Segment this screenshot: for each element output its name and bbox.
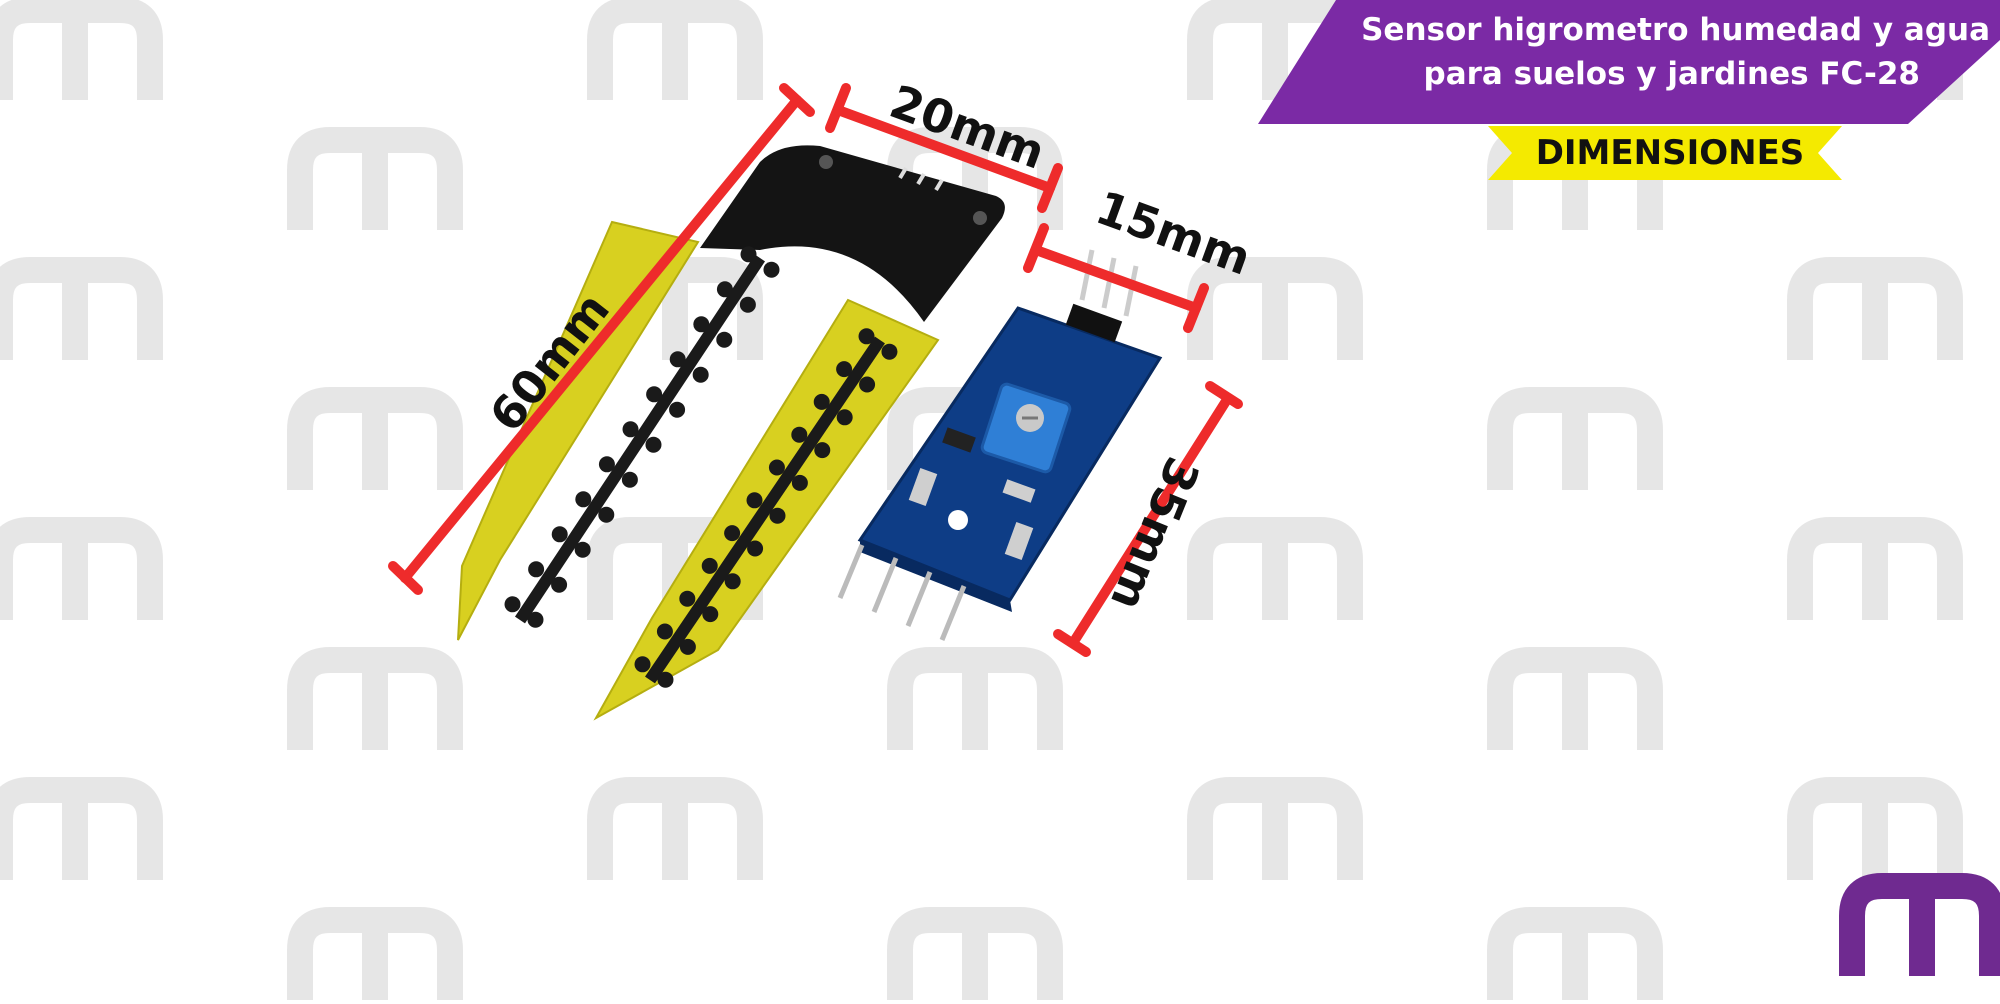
sensor-module	[837, 249, 1163, 641]
m-watermark-icon	[1500, 660, 1650, 750]
dim-line-20mm	[833, 105, 1055, 193]
subtitle-ribbon	[1488, 126, 1842, 180]
banner-title-line1: Sensor higrometro humedad y agua	[1361, 12, 1990, 48]
m-watermark-icon	[1200, 790, 1350, 880]
banner-title-line2: para suelos y jardines FC-28	[1423, 56, 1920, 92]
m-watermark-icon	[0, 530, 150, 620]
dimension-lines	[388, 83, 1243, 657]
potentiometer	[980, 382, 1072, 474]
banner-title: Sensor higrometro humedad y agua para su…	[1300, 8, 1990, 96]
dim-label-15mm: 15mm	[1089, 180, 1258, 285]
m-watermark-icon	[1800, 270, 1950, 360]
m-watermark-icon	[300, 920, 450, 1000]
m-watermark-icon	[600, 10, 750, 100]
title-banner	[1258, 0, 2000, 124]
m-watermark-icon	[1200, 270, 1350, 360]
dim-line-60mm	[400, 95, 802, 583]
dim-line-15mm	[1031, 245, 1201, 313]
m-watermark-icon	[300, 400, 450, 490]
m-watermark-icon	[1800, 530, 1950, 620]
m-watermark-icon	[0, 270, 150, 360]
m-watermark-icon	[600, 790, 750, 880]
m-watermark-icon	[300, 660, 450, 750]
m-watermark-icon	[300, 140, 450, 230]
m-watermark-icon	[0, 10, 150, 100]
banner-subtitle: DIMENSIONES	[1535, 133, 1805, 173]
m-watermark-icon	[0, 790, 150, 880]
m-watermark-icon	[1500, 400, 1650, 490]
m-watermark-icon	[900, 920, 1050, 1000]
m-watermark-icon	[1500, 920, 1650, 1000]
m-watermark-icon	[1200, 530, 1350, 620]
soil-probe	[457, 145, 1005, 721]
dim-line-35mm	[1068, 393, 1233, 648]
m-logo-icon	[1839, 873, 2000, 976]
m-watermark-icon	[900, 660, 1050, 750]
m-watermark-icon	[1800, 790, 1950, 880]
